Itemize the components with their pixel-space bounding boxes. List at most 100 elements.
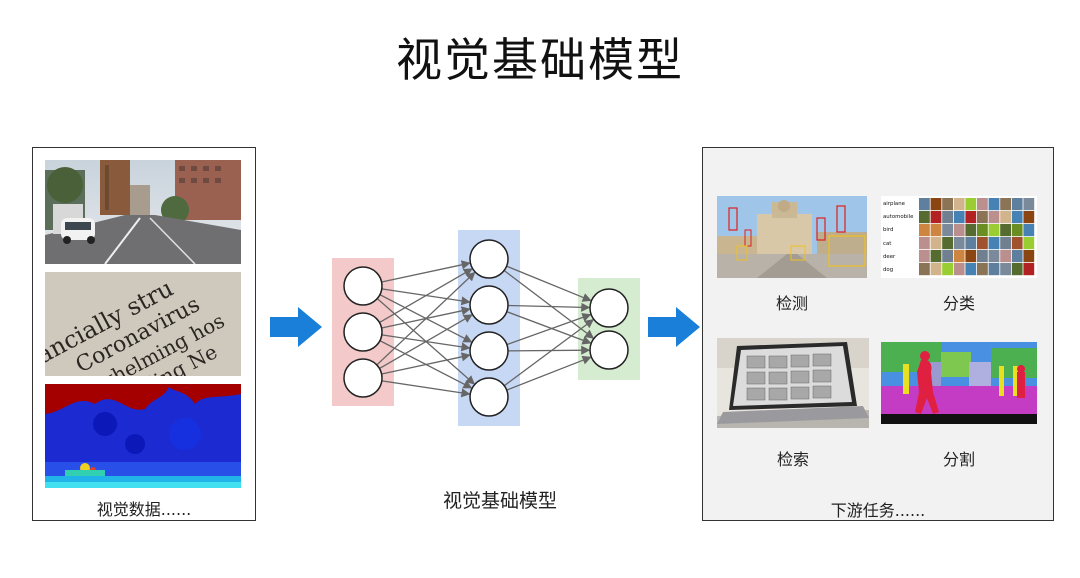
class-thumbnail bbox=[1023, 224, 1035, 237]
network-node bbox=[469, 239, 509, 279]
class-label: deer bbox=[883, 253, 896, 260]
class-thumbnail bbox=[1011, 237, 1023, 250]
class-thumbnail bbox=[977, 237, 988, 250]
class-thumbnail bbox=[1000, 224, 1011, 237]
class-thumbnail bbox=[930, 224, 942, 237]
class-thumbnail bbox=[919, 263, 930, 276]
class-thumbnail bbox=[977, 198, 988, 211]
class-thumbnail bbox=[953, 263, 965, 276]
network-edge bbox=[506, 311, 592, 345]
class-thumbnail bbox=[965, 224, 977, 237]
arrow-right-icon bbox=[270, 307, 322, 351]
class-thumbnail bbox=[930, 211, 942, 224]
class-thumbnail bbox=[919, 237, 930, 250]
class-thumbnail bbox=[930, 250, 942, 263]
class-thumbnail bbox=[930, 237, 942, 250]
class-thumbnail bbox=[919, 250, 930, 263]
class-thumbnail bbox=[1011, 211, 1023, 224]
class-thumbnail bbox=[988, 263, 1000, 276]
class-thumbnail bbox=[988, 211, 1000, 224]
downstream-tasks-panel: 检测 airplane automobile bird cat deer dog… bbox=[702, 147, 1054, 521]
classification-image: airplane automobile bird cat deer dog bbox=[881, 196, 1037, 278]
network-edge bbox=[381, 352, 471, 375]
network-edge bbox=[503, 269, 595, 339]
class-thumbnail bbox=[1011, 224, 1023, 237]
class-thumbnail bbox=[953, 250, 965, 263]
class-thumbnail bbox=[953, 224, 965, 237]
class-thumbnail bbox=[965, 250, 977, 263]
class-thumbnail bbox=[942, 263, 953, 276]
class-label: airplane bbox=[883, 201, 905, 207]
class-thumbnail bbox=[1000, 263, 1011, 276]
newspaper-text-image: ancially stru Coronavirus whelming hos l… bbox=[45, 272, 241, 376]
class-thumbnail bbox=[965, 211, 977, 224]
task-label-segmentation: 分割 bbox=[942, 450, 975, 469]
class-thumbnail bbox=[953, 211, 965, 224]
class-label: bird bbox=[883, 227, 894, 234]
class-thumbnail bbox=[1023, 211, 1035, 224]
downstream-tasks-caption: 下游任务...... bbox=[830, 501, 926, 520]
network-node bbox=[343, 266, 383, 306]
class-thumbnail bbox=[965, 198, 977, 211]
network-node bbox=[469, 285, 509, 325]
street-scene-image bbox=[45, 160, 241, 264]
class-thumbnail bbox=[919, 198, 930, 211]
task-label-classification: 分类 bbox=[942, 294, 975, 313]
network-node bbox=[469, 377, 509, 417]
class-thumbnail bbox=[942, 198, 953, 211]
class-thumbnail bbox=[965, 263, 977, 276]
segmentation-image bbox=[881, 342, 1037, 424]
arrow-right-icon bbox=[648, 307, 700, 351]
network-caption: 视觉基础模型 bbox=[442, 490, 557, 512]
class-thumbnail bbox=[988, 224, 1000, 237]
network-edge bbox=[503, 319, 594, 387]
class-thumbnail bbox=[1000, 250, 1011, 263]
network-edge bbox=[506, 313, 592, 346]
class-thumbnail bbox=[977, 263, 988, 276]
class-thumbnail bbox=[988, 198, 1000, 211]
class-thumbnail bbox=[1023, 250, 1035, 263]
network-node bbox=[469, 331, 509, 371]
visual-data-panel: ancially stru Coronavirus whelming hos l… bbox=[32, 147, 256, 521]
class-thumbnail bbox=[942, 237, 953, 250]
depth-map-image bbox=[45, 384, 241, 488]
visual-data-caption: 视觉数据...... bbox=[96, 500, 192, 519]
class-thumbnail bbox=[919, 211, 930, 224]
detection-image bbox=[717, 196, 867, 278]
network-edge bbox=[379, 314, 473, 370]
class-thumbnail bbox=[977, 224, 988, 237]
class-thumbnail bbox=[1000, 198, 1011, 211]
network-node bbox=[589, 330, 629, 370]
network-node bbox=[589, 288, 629, 328]
network-edge bbox=[506, 355, 592, 391]
network-edge bbox=[507, 345, 591, 355]
class-thumbnail bbox=[1023, 263, 1035, 276]
class-thumbnail bbox=[977, 250, 988, 263]
class-thumbnail bbox=[988, 237, 1000, 250]
network-edge bbox=[507, 302, 591, 312]
class-label: automobile bbox=[883, 214, 914, 221]
network-edge bbox=[379, 268, 473, 324]
network-edge bbox=[376, 271, 476, 366]
class-thumbnail bbox=[953, 237, 965, 250]
class-thumbnail bbox=[1011, 263, 1023, 276]
network-node bbox=[343, 312, 383, 352]
class-thumbnail bbox=[930, 263, 942, 276]
class-thumbnail bbox=[942, 250, 953, 263]
class-thumbnail bbox=[1023, 237, 1035, 250]
class-thumbnail bbox=[919, 224, 930, 237]
class-thumbnail bbox=[942, 224, 953, 237]
class-thumbnail bbox=[977, 211, 988, 224]
class-thumbnail bbox=[1023, 198, 1035, 211]
class-label: dog bbox=[883, 267, 894, 274]
class-thumbnail bbox=[953, 198, 965, 211]
class-thumbnail bbox=[965, 237, 977, 250]
retrieval-image bbox=[717, 338, 869, 428]
class-thumbnail bbox=[1000, 211, 1011, 224]
class-thumbnail bbox=[988, 250, 1000, 263]
network-edge bbox=[381, 260, 471, 283]
class-thumbnail bbox=[1011, 198, 1023, 211]
class-thumbnail bbox=[1011, 250, 1023, 263]
page-title: 视觉基础模型 bbox=[396, 33, 684, 87]
class-thumbnail bbox=[930, 198, 942, 211]
